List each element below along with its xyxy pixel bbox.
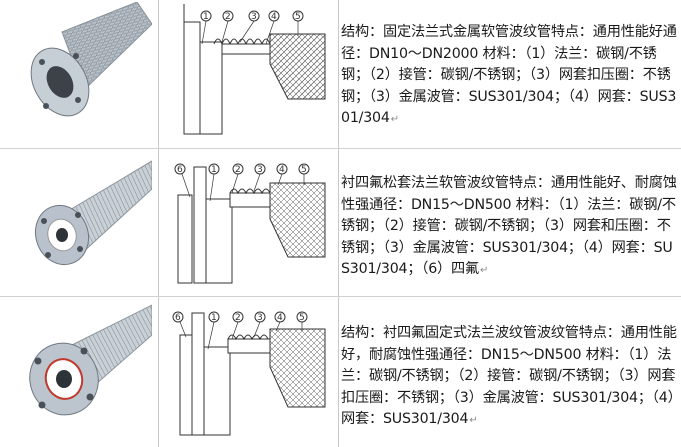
- part-label: 1: [211, 165, 217, 175]
- row-divider: [0, 296, 681, 297]
- return-mark: ↵: [480, 265, 489, 276]
- part-label: 3: [251, 12, 257, 22]
- part-label: 6: [175, 313, 181, 323]
- part-label: 6: [177, 165, 183, 175]
- part-label: 5: [301, 165, 307, 175]
- part-label: 3: [257, 165, 263, 175]
- cross-section-drawing: 1 2 3 4 5: [183, 4, 326, 135]
- table-row: 6 1 2 3 4 5 衬四氟松套法兰软管波纹管特点：通用性能好、耐腐蚀性强通径…: [0, 149, 681, 296]
- hose-photo-ptfe-loose-flange: [35, 160, 152, 266]
- column-divider: [338, 0, 339, 447]
- part-label: 4: [271, 12, 277, 22]
- part-label: 2: [225, 12, 231, 22]
- part-label: 4: [279, 165, 285, 175]
- description-body: 结构：衬四氟固定式法兰波纹管波纹管特点：通用性能好，耐腐蚀性强通径：DN15～D…: [341, 325, 677, 427]
- column-divider: [158, 0, 159, 447]
- part-label: 1: [211, 313, 217, 323]
- row-divider: [0, 148, 681, 149]
- description-text: 结构：衬四氟固定式法兰波纹管波纹管特点：通用性能好，耐腐蚀性强通径：DN15～D…: [341, 323, 679, 432]
- part-label: 4: [277, 313, 283, 323]
- part-label: 5: [295, 12, 301, 22]
- cross-section-drawing: 6 1 2 3 4 5: [172, 311, 326, 436]
- return-mark: ↵: [469, 415, 478, 426]
- description-text: 结构：固定法兰式金属软管波纹管特点：通用性能好通径：DN10～DN2000 材料…: [341, 22, 679, 131]
- cross-section-drawing: 6 1 2 3 4 5: [174, 163, 326, 284]
- description-body: 衬四氟松套法兰软管波纹管特点：通用性能好、耐腐蚀性强通径：DN15～DN500 …: [341, 175, 677, 277]
- return-mark: ↵: [390, 114, 399, 125]
- table-row: 6 1 2 3 4 5 结构：衬四氟固定式法兰波纹管波纹管特点：通用性能好，耐腐…: [0, 297, 681, 447]
- part-label: 2: [235, 165, 241, 175]
- part-label: 2: [235, 313, 241, 323]
- part-label: 1: [203, 12, 209, 22]
- description-body: 结构：固定法兰式金属软管波纹管特点：通用性能好通径：DN10～DN2000 材料…: [341, 24, 677, 126]
- hose-photo-fixed-flange: [30, 2, 152, 117]
- part-label: 3: [257, 313, 263, 323]
- part-label: 5: [299, 313, 305, 323]
- description-text: 衬四氟松套法兰软管波纹管特点：通用性能好、耐腐蚀性强通径：DN15～DN500 …: [341, 173, 679, 282]
- hose-photo-ptfe-fixed-flange: [29, 304, 152, 416]
- table-row: 1 2 3 4 5 结构：固定法兰式金属软管波纹管特点：通用性能好通径：DN10…: [0, 0, 681, 148]
